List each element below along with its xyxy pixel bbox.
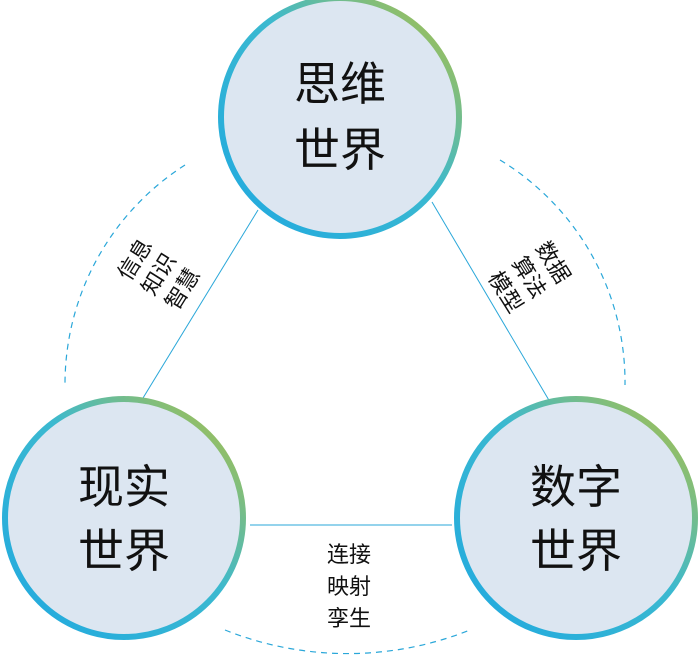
node-top-line1: 思维: [294, 57, 386, 111]
node-left-circle: [2, 396, 246, 640]
arc-right: [499, 159, 626, 386]
arc-left: [64, 164, 186, 386]
node-left: 现实 世界: [2, 396, 246, 640]
node-right-circle: [454, 396, 698, 640]
edge-left-label: 信息 知识 智慧: [114, 235, 206, 315]
arc-bottom: [224, 629, 471, 655]
edge-bottom-line3: 孪生: [327, 607, 371, 632]
edge-bottom-line2: 映射: [327, 575, 371, 600]
edge-bottom-line1: 连接: [327, 543, 371, 568]
node-top-line2: 世界: [294, 123, 386, 177]
node-right-line2: 世界: [530, 524, 622, 578]
node-right-line1: 数字: [530, 460, 622, 514]
node-right: 数字 世界: [454, 396, 698, 640]
edge-right-label: 数据 算法 模型: [482, 238, 574, 318]
node-left-line1: 现实: [78, 460, 170, 514]
node-top-circle: [218, 0, 462, 239]
connector-top-right: [431, 201, 551, 403]
node-top: 思维 世界: [218, 0, 462, 239]
edge-bottom-label: 连接 映射 孪生: [327, 543, 371, 632]
connector-top-left: [142, 209, 259, 399]
node-left-line2: 世界: [78, 524, 170, 578]
